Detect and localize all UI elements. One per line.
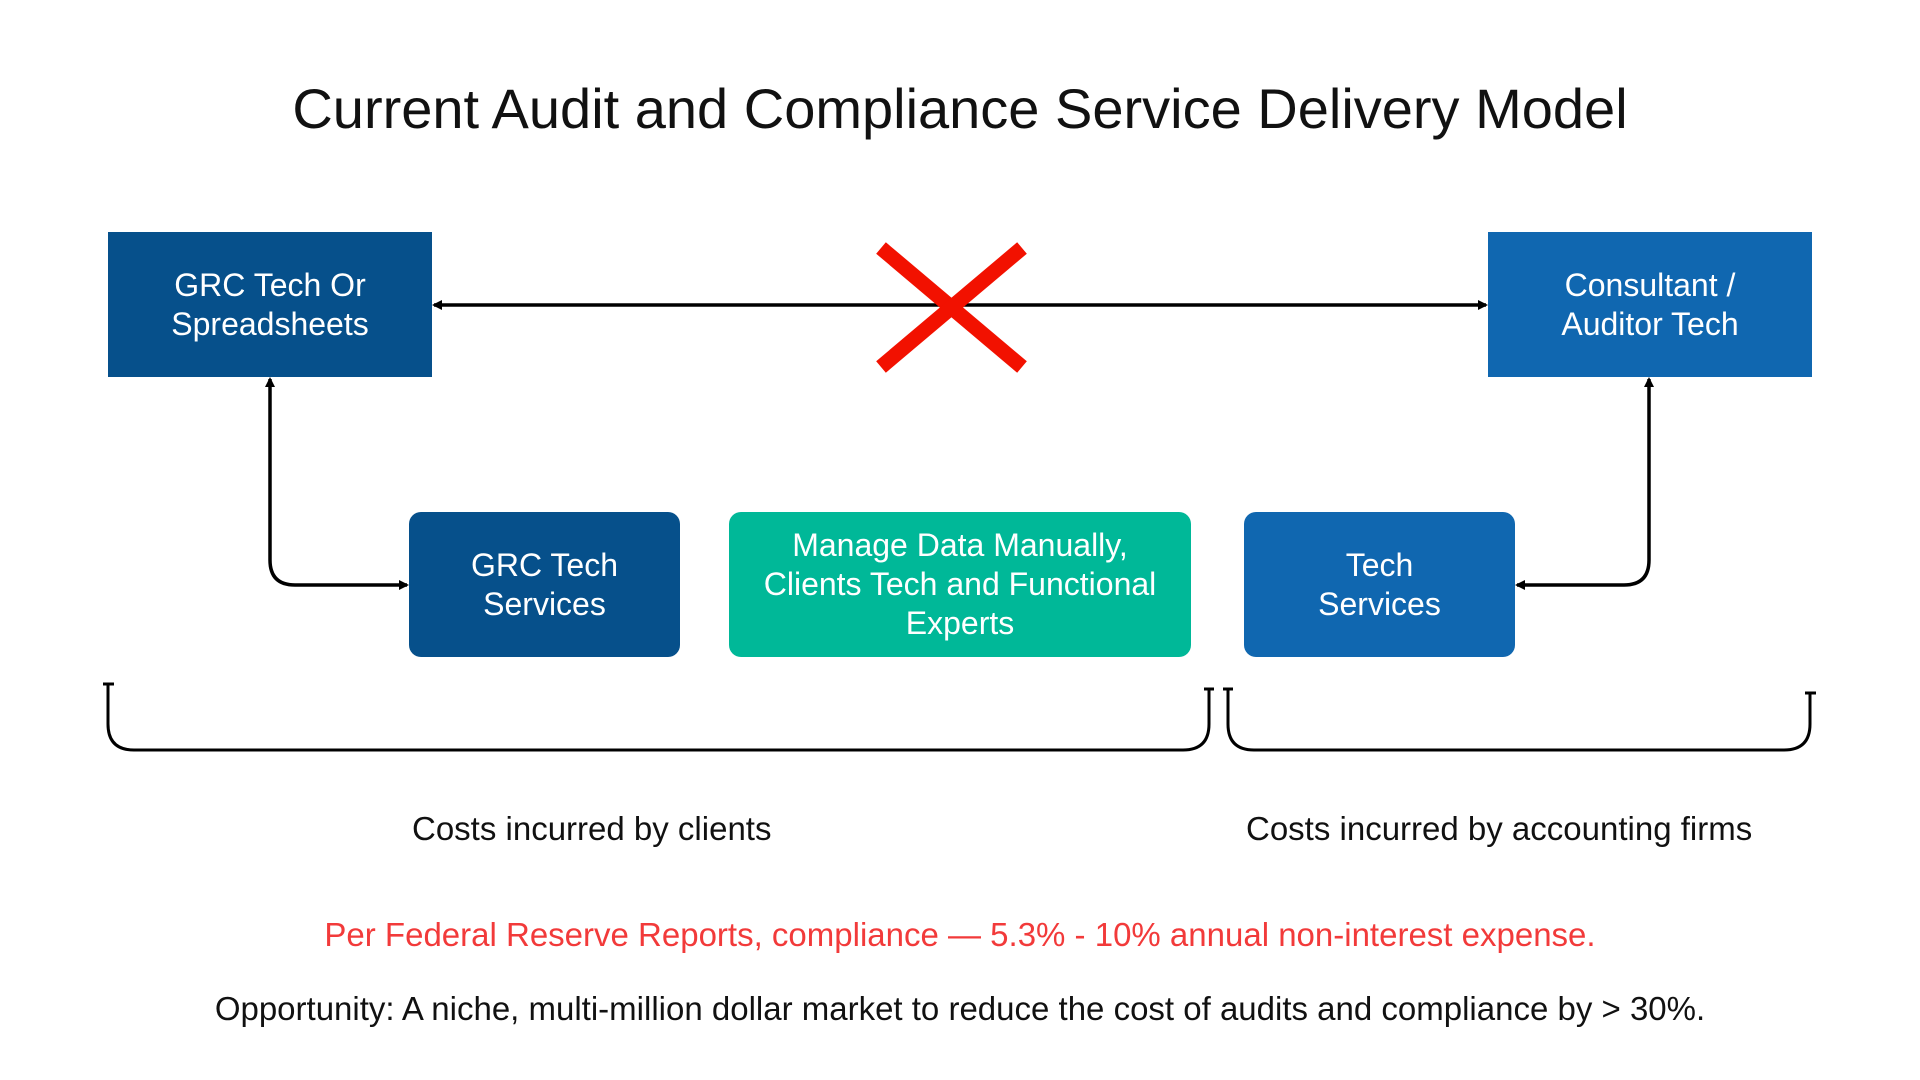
opportunity-note: Opportunity: A niche, multi-million doll… <box>214 990 1706 1027</box>
node-label-line: GRC Tech Or <box>174 266 366 303</box>
bracket-label-firms: Costs incurred by accounting firms <box>1246 810 1753 847</box>
bracket-clients <box>103 682 1214 752</box>
node-grc-tech-services: GRC Tech Services <box>409 512 680 657</box>
diagram-title: Current Audit and Compliance Service Del… <box>292 77 1628 140</box>
node-label-line: Auditor Tech <box>1561 305 1739 342</box>
node-label-line: Manage Data Manually, <box>792 527 1128 563</box>
node-label-line: Experts <box>905 605 1015 641</box>
bracket-label-clients: Costs incurred by clients <box>412 810 772 847</box>
left-elbow-connector <box>265 377 409 590</box>
node-label-line: Tech <box>1345 546 1414 583</box>
right-elbow-connector <box>1515 377 1654 590</box>
node-grc-tech-or-spreadsheets: GRC Tech Or Spreadsheets <box>108 232 432 377</box>
node-label-line: Services <box>483 585 606 622</box>
federal-reserve-note: Per Federal Reserve Reports, compliance … <box>324 916 1596 953</box>
node-label-line: Services <box>1318 585 1441 622</box>
node-label-line: Clients Tech and Functional <box>763 566 1157 602</box>
node-label-line: Consultant / <box>1564 266 1736 303</box>
node-manage-data-manually: Manage Data Manually, Clients Tech and F… <box>729 512 1191 657</box>
bracket-firms <box>1223 687 1816 752</box>
node-consultant-auditor-tech: Consultant / Auditor Tech <box>1488 232 1812 377</box>
node-label-line: Spreadsheets <box>171 305 369 342</box>
red-x-icon <box>876 242 1027 373</box>
node-label-line: GRC Tech <box>470 546 618 583</box>
node-tech-services: Tech Services <box>1244 512 1515 657</box>
